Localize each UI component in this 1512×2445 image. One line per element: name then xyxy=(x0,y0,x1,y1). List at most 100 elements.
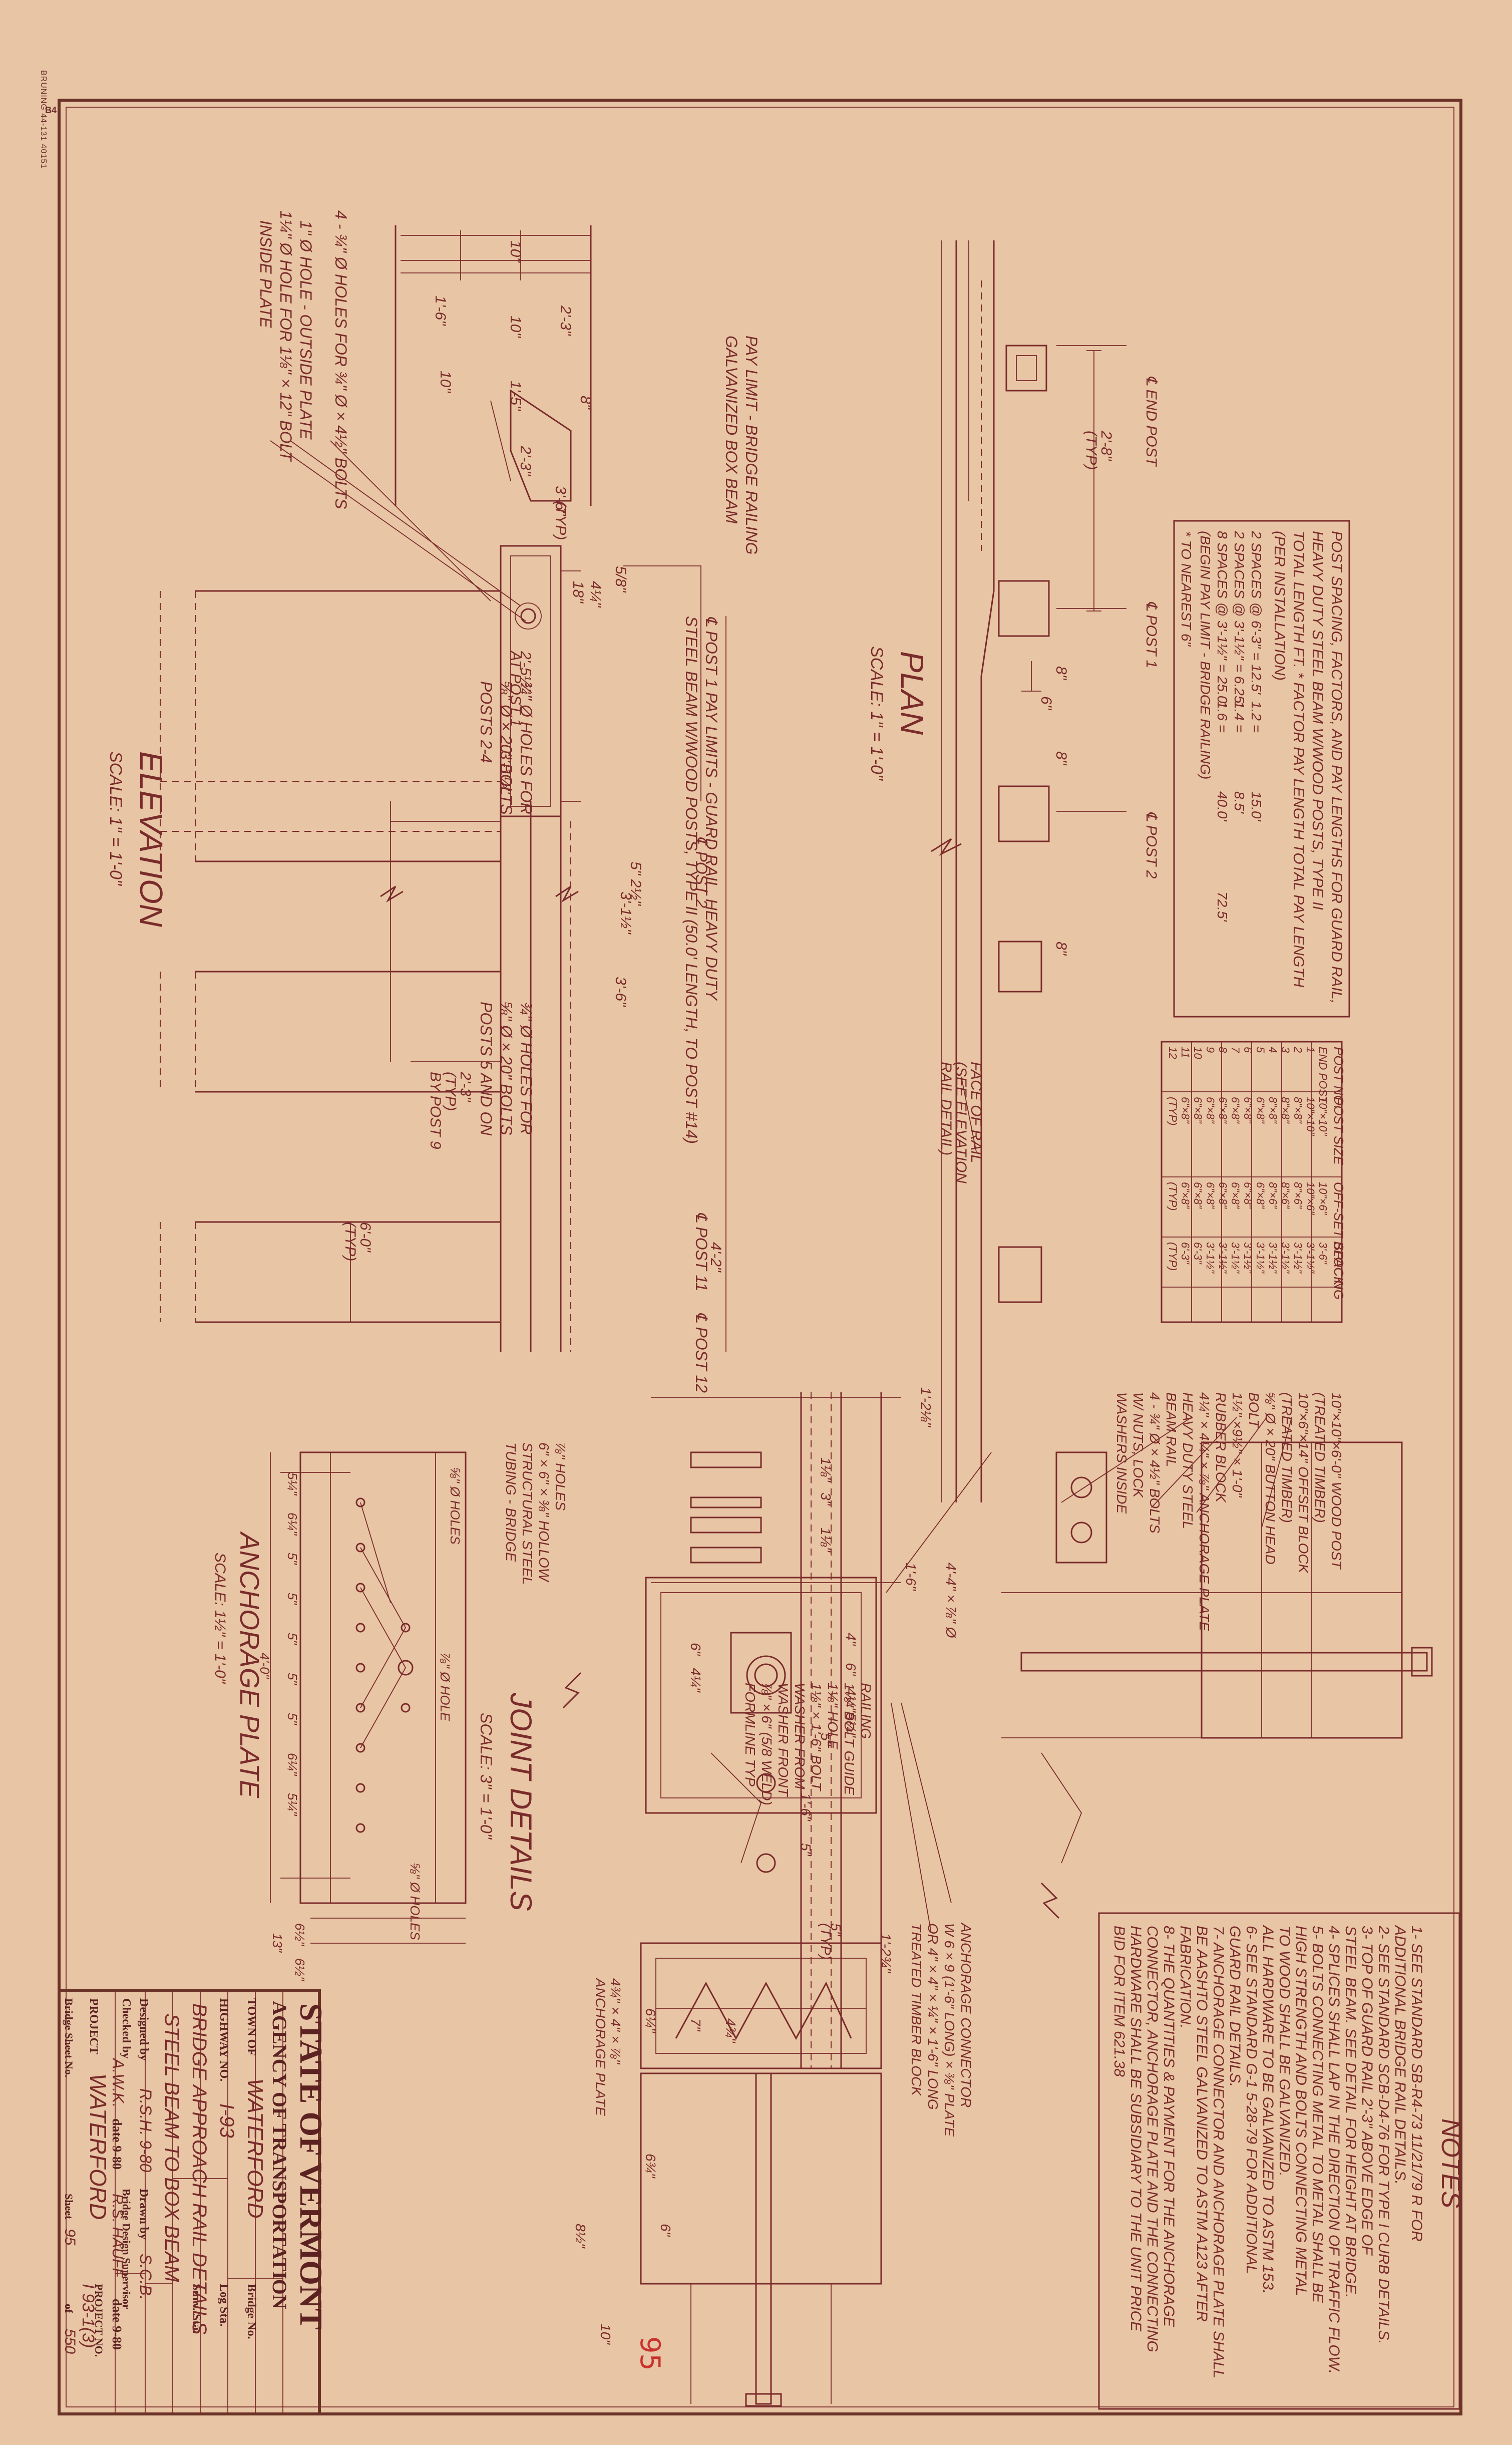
joint-callout: (TREATED TIMBER) xyxy=(1279,1392,1295,1523)
elevation-dim-label: (TYP) xyxy=(442,1072,459,1111)
plan-labels: ℄ END POST℄ POST 1℄ POST 22'-8"(TYP)8"6"… xyxy=(867,376,1160,1183)
post-table-cell: 3'-1½" xyxy=(1304,1242,1317,1274)
elevation-dim-label: 2'-3" xyxy=(557,305,574,336)
note-line: 1- SEE STANDARD SB-R4-73 11/21/79 R FOR xyxy=(1408,1926,1425,2242)
plan-title: PLAN xyxy=(894,651,930,735)
note-line: 6- SEE STANDARD G-1 5-28-79 FOR ADDITION… xyxy=(1243,1926,1260,2274)
joint-dim-label: 4'-4" × ⅞" Ø xyxy=(943,1563,959,1639)
post-table-cell: 9 xyxy=(1204,1047,1217,1053)
post-table-cell: (TYP) xyxy=(1167,1097,1179,1125)
elevation-callout: ⅝" Ø × 20" BOLTS xyxy=(497,1002,515,1135)
post-table-cell: 6"×8" xyxy=(1217,1182,1229,1209)
designed-label: Designed by xyxy=(137,1998,150,2061)
post-table-cell: 4 xyxy=(1267,1047,1279,1053)
post-table-cell: 8"×6" xyxy=(1267,1182,1279,1209)
note-line: BE AASHTO STEEL GALVANIZED TO ASTM A123 … xyxy=(1194,1926,1210,2322)
post-table-cell: 10"×10" xyxy=(1317,1097,1329,1136)
spacing-footnote: * TO NEAREST 6" xyxy=(1179,531,1194,647)
post-table-cell: 6"×8" xyxy=(1242,1097,1254,1124)
surv-sta-label: Surv. Sta. xyxy=(190,2284,203,2333)
joint-callout: 1⅛" × 1'-6" BOLT xyxy=(809,1683,824,1791)
joint-callout: WASHER FROM xyxy=(792,1683,808,1789)
sheet-code: B4 xyxy=(45,105,57,115)
post-table-cell: 1 xyxy=(1304,1047,1317,1053)
post-table-header: POST SIZE xyxy=(1331,1097,1346,1165)
elevation-dim-label: 2'-5½" xyxy=(517,651,534,694)
post-table-cell: END POST xyxy=(1317,1047,1329,1104)
joint-dim-label: 4" xyxy=(843,1633,859,1646)
joint-bottom-label: 10" xyxy=(598,2324,613,2345)
anchor-label: ⅞" Ø HOLE xyxy=(438,1653,453,1721)
elevation-callout: 1" Ø HOLE - OUTSIDE PLATE xyxy=(297,220,315,440)
anchor-label: ⅝" Ø HOLES xyxy=(408,1863,423,1940)
post-table-cell: 8"×6" xyxy=(1292,1182,1304,1209)
elevation-dim-label: 2'-3" xyxy=(457,1071,474,1102)
note-line: 3- TOP OF GUARD RAIL 2'-3" ABOVE EDGE OF xyxy=(1359,1926,1375,2256)
note-line: 7- ANCHORAGE CONNECTOR AND ANCHORAGE PLA… xyxy=(1210,1926,1227,2378)
joint-bottom-label: 4¾" × 4" × ⅞" xyxy=(608,1978,623,2065)
plan-scale: SCALE: 1" = 1'-0" xyxy=(867,646,886,781)
anchorage-plate-text: 5¼"6¼"5"5"5"5"5"6¼"5¼"4'-0"6½"6½"13"⅝" Ø… xyxy=(212,1467,463,1982)
joint-callout: (TREATED TIMBER) xyxy=(1312,1392,1328,1523)
drawing-title-1: BRIDGE APPROACH RAIL DETAILS xyxy=(188,2003,210,2335)
bridge-sheet-label: Bridge Sheet No. xyxy=(63,1998,75,2077)
elevation-callout: ℄ POST 11 xyxy=(692,1212,710,1292)
post-table-cell: 3'-6" xyxy=(1317,1242,1329,1265)
sheet-value: 95 xyxy=(62,2229,78,2246)
note-line: HIGH STRENGTH AND BOLTS CONNECTING METAL xyxy=(1293,1926,1309,2296)
plan-label: RAIL DETAIL) xyxy=(938,1062,954,1155)
post-table-cell: 10"×6" xyxy=(1304,1182,1317,1215)
post-table-cell: 8"×6" xyxy=(1279,1182,1292,1209)
designed-value: R.S.H. 9-80 xyxy=(137,2088,155,2172)
note-line: ALL HARDWARE TO BE GALVANIZED TO ASTM 15… xyxy=(1260,1925,1276,2294)
elevation-callout: 4 - ¾" Ø HOLES FOR ¾" Ø × 4½" BOLTS xyxy=(332,210,350,509)
joint-details-view xyxy=(562,1392,1433,2407)
post-table-cell: 8"×8" xyxy=(1279,1097,1292,1124)
elevation-dim-label: 2'-3" xyxy=(517,445,534,476)
note-line: 4- SPLICES SHALL LAP IN THE DIRECTION OF… xyxy=(1326,1926,1342,2374)
post-table-cell: 3'-1½" xyxy=(1217,1242,1229,1274)
anchor-label: 6¼" xyxy=(285,1512,300,1536)
post-table-cell: 3'-1½" xyxy=(1279,1242,1292,1274)
anchor-label: 5¼" xyxy=(285,1793,300,1816)
post-table-cell: (TYP) xyxy=(1167,1242,1179,1271)
post-table-cell: 6'-3" xyxy=(1192,1242,1204,1265)
joint-callout: 6" × 6" × ⅜" HOLLOW xyxy=(536,1442,552,1583)
post-table-cell: 2 xyxy=(1292,1046,1304,1053)
post-table-cell: 6"×8" xyxy=(1242,1182,1254,1209)
anchor-label: 5" xyxy=(285,1593,300,1605)
note-line: STEEL BEAM. SEE DETAIL FOR HEIGHT AT BRI… xyxy=(1342,1926,1359,2298)
post-table-cell: 3'-1½" xyxy=(1267,1242,1279,1274)
post-table-cell: 10 xyxy=(1192,1047,1204,1059)
joint-dim-label: 4¼" xyxy=(688,1668,703,1693)
elevation-dim-label: BY POST 9 xyxy=(427,1072,444,1149)
sheet-border-inner xyxy=(66,107,1454,2407)
joint-dim-label: 1⅛" xyxy=(818,1527,834,1553)
anchor-label: 6¼" xyxy=(285,1753,300,1776)
anchor-label: 6½" xyxy=(292,1958,307,1982)
post-table-cell: 10"×10" xyxy=(1304,1097,1317,1136)
elevation-callout: 1¼" Ø HOLE FOR 1⅛" × 12" BOLT xyxy=(277,210,295,462)
state-heading: STATE OF VERMONT xyxy=(293,2003,329,2330)
post-table-cell: 6'-3" xyxy=(1179,1242,1192,1265)
note-line: ADDITIONAL BRIDGE RAIL DETAILS. xyxy=(1392,1925,1408,2185)
plan-label: 8" xyxy=(1053,666,1069,681)
note-line: GUARD RAIL DETAILS. xyxy=(1227,1926,1243,2087)
anchor-label: 5" xyxy=(285,1553,300,1565)
spacing-cell: 8.5' xyxy=(1232,791,1247,814)
note-line: 8- THE QUANTITIES & PAYMENT FOR THE ANCH… xyxy=(1161,1926,1177,2327)
joint-callout: STRUCTURAL STEEL xyxy=(520,1442,535,1585)
drawing-title-2: STEEL BEAM TO BOX BEAM xyxy=(161,2013,183,2282)
joint-callout: 1⅛" HOLE xyxy=(825,1683,841,1749)
joint-title: JOINT DETAILS xyxy=(504,1692,538,1911)
post-table-cell: 6"×8" xyxy=(1254,1097,1267,1124)
spacing-cell: 1.2 = xyxy=(1249,701,1264,733)
elevation-callout: STEEL BEAM W/WOOD POSTS, TYPE II (50.0' … xyxy=(682,616,700,1144)
note-line: BID FOR ITEM 621.38 xyxy=(1111,1926,1127,2077)
highway-label: HIGHWAY NO. xyxy=(217,1998,230,2081)
elevation-dim-label: 4¼" xyxy=(587,581,604,608)
joint-dim-label: 1'-2⅛" xyxy=(918,1387,934,1427)
elevation-dim-label: 3'-6" xyxy=(552,486,569,516)
